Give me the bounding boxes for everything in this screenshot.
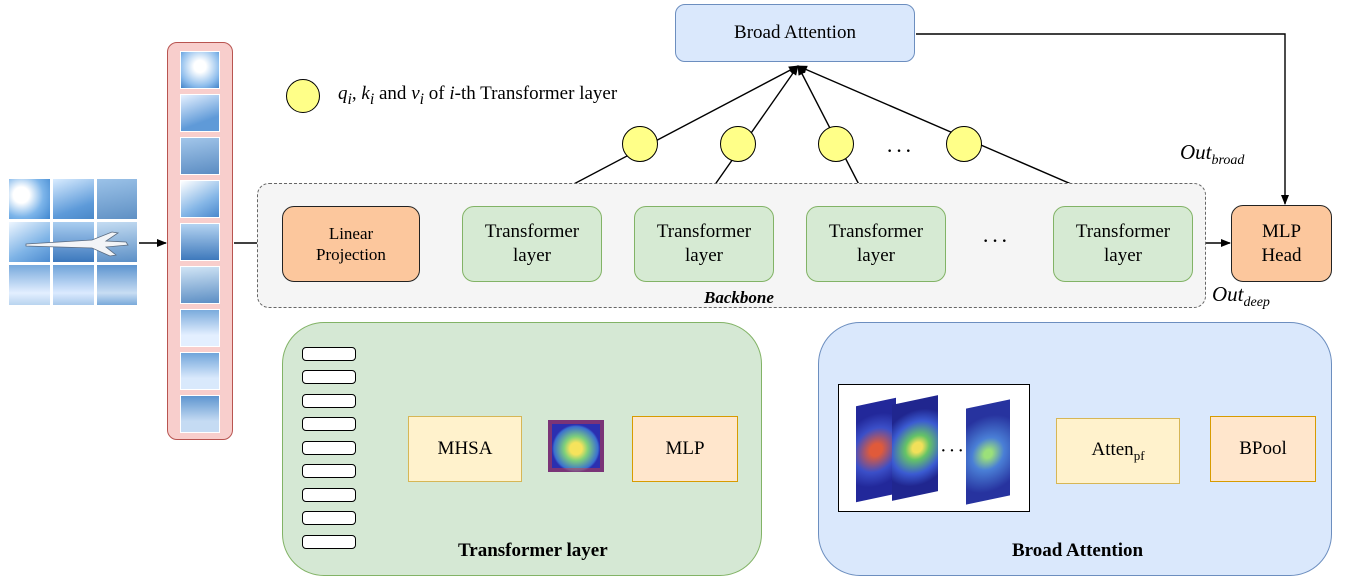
qkv-ellipsis: ··· <box>886 138 914 163</box>
transformer-layer-n: Transformer layer <box>1053 206 1193 282</box>
qkv-node <box>720 126 756 162</box>
patch-token <box>180 395 220 433</box>
linear-projection-label: Linear Projection <box>316 223 386 264</box>
qkv-node <box>818 126 854 162</box>
broad-attention-label: Broad Attention <box>734 22 856 44</box>
mhsa-label: MHSA <box>437 438 493 460</box>
attention-map-n <box>966 399 1010 505</box>
qkv-node <box>622 126 658 162</box>
legend-k: k <box>361 83 370 105</box>
bpool-label: BPool <box>1239 438 1287 460</box>
attention-maps-ellipsis: ··· <box>940 440 966 462</box>
mlp-box: MLP <box>632 416 738 482</box>
patch-tile <box>8 178 51 220</box>
atten-sub: pf <box>1133 447 1145 463</box>
legend-text: qi, ki and vi of i-th Transformer layer <box>338 83 618 108</box>
transformer-layer-1: Transformer layer <box>462 206 602 282</box>
mlp-head-label: MLP Head <box>1261 220 1302 266</box>
token-bar <box>302 441 356 455</box>
transformer-layer-label: Transformer layer <box>1075 221 1171 266</box>
out-deep-label: Outdeep <box>1212 282 1270 311</box>
token-bar <box>302 394 356 408</box>
patch-token <box>180 223 220 261</box>
transformer-layer-label: Transformer layer <box>656 221 752 266</box>
backbone-ellipsis: ··· <box>982 228 1010 253</box>
patch-token <box>180 180 220 218</box>
qkv-node <box>946 126 982 162</box>
out-broad-label: Outbroad <box>1180 140 1244 169</box>
patch-token <box>180 94 220 132</box>
broad-panel-title: Broad Attention <box>1012 540 1144 561</box>
token-bar <box>302 488 356 502</box>
patch-tile <box>52 264 95 306</box>
token-bar <box>302 535 356 549</box>
out-broad-sub: broad <box>1211 153 1245 169</box>
input-image <box>8 178 138 306</box>
patch-tile <box>8 264 51 306</box>
out-main-text: Out <box>1212 282 1244 306</box>
atten-text: Atten <box>1091 438 1134 460</box>
token-bar <box>302 417 356 431</box>
mlp-head-box: MLP Head <box>1231 205 1332 282</box>
patch-tile <box>96 178 138 220</box>
patch-tile <box>52 178 95 220</box>
patch-tile <box>96 264 138 306</box>
legend-of: of <box>428 83 445 105</box>
transformer-layer-label: Transformer layer <box>828 221 924 266</box>
patch-token <box>180 51 220 89</box>
linear-projection-box: Linear Projection <box>282 206 420 282</box>
transformer-layer-3: Transformer layer <box>806 206 946 282</box>
legend-i: i <box>449 83 455 105</box>
patch-token <box>180 352 220 390</box>
legend-q: q <box>338 83 348 105</box>
patch-token <box>180 309 220 347</box>
patch-token <box>180 266 220 304</box>
mlp-label: MLP <box>665 438 705 460</box>
token-bar <box>302 347 356 361</box>
patch-tile <box>8 221 51 263</box>
legend-end: -th Transformer layer <box>454 83 618 105</box>
patch-sequence-strip <box>167 42 233 440</box>
qkv-node-icon <box>286 79 320 113</box>
legend-and: and <box>379 83 407 105</box>
token-bar <box>302 464 356 478</box>
out-main-text: Out <box>1180 140 1212 164</box>
legend-v: v <box>411 83 420 105</box>
mhsa-box: MHSA <box>408 416 522 482</box>
legend-i: i <box>419 90 425 108</box>
atten-pf-box: Attenpf <box>1056 418 1180 484</box>
bpool-box: BPool <box>1210 416 1316 482</box>
legend: qi, ki and vi of i-th Transformer layer <box>286 78 617 114</box>
broad-attention-box: Broad Attention <box>675 4 915 62</box>
transformer-panel-title: Transformer layer <box>458 540 608 561</box>
token-bar <box>302 511 356 525</box>
legend-i: i <box>347 90 352 108</box>
backbone-label: Backbone <box>704 288 774 307</box>
attention-map-2 <box>892 395 938 501</box>
atten-pf-label: Attenpf <box>1091 438 1144 464</box>
patch-token <box>180 137 220 175</box>
out-deep-sub: deep <box>1243 295 1270 311</box>
airplane-icon <box>25 231 129 257</box>
token-bar <box>302 370 356 384</box>
attention-map-image <box>548 420 604 472</box>
transformer-layer-label: Transformer layer <box>484 221 580 266</box>
attention-map-1 <box>856 397 896 503</box>
transformer-layer-2: Transformer layer <box>634 206 774 282</box>
legend-i: i <box>369 90 375 108</box>
